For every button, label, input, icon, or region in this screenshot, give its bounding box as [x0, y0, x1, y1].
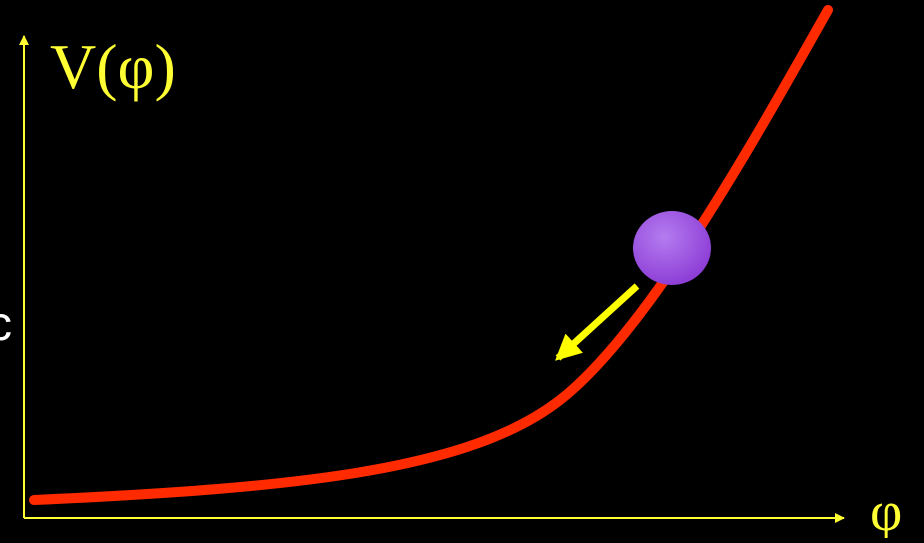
rolling-ball-icon: [633, 211, 711, 285]
x-axis-label: φ: [870, 481, 902, 538]
edge-label: c: [0, 298, 12, 351]
potential-curve: [29, 5, 833, 505]
arrow-down-left-icon: [555, 283, 640, 361]
y-axis-label: V(φ): [50, 31, 176, 102]
